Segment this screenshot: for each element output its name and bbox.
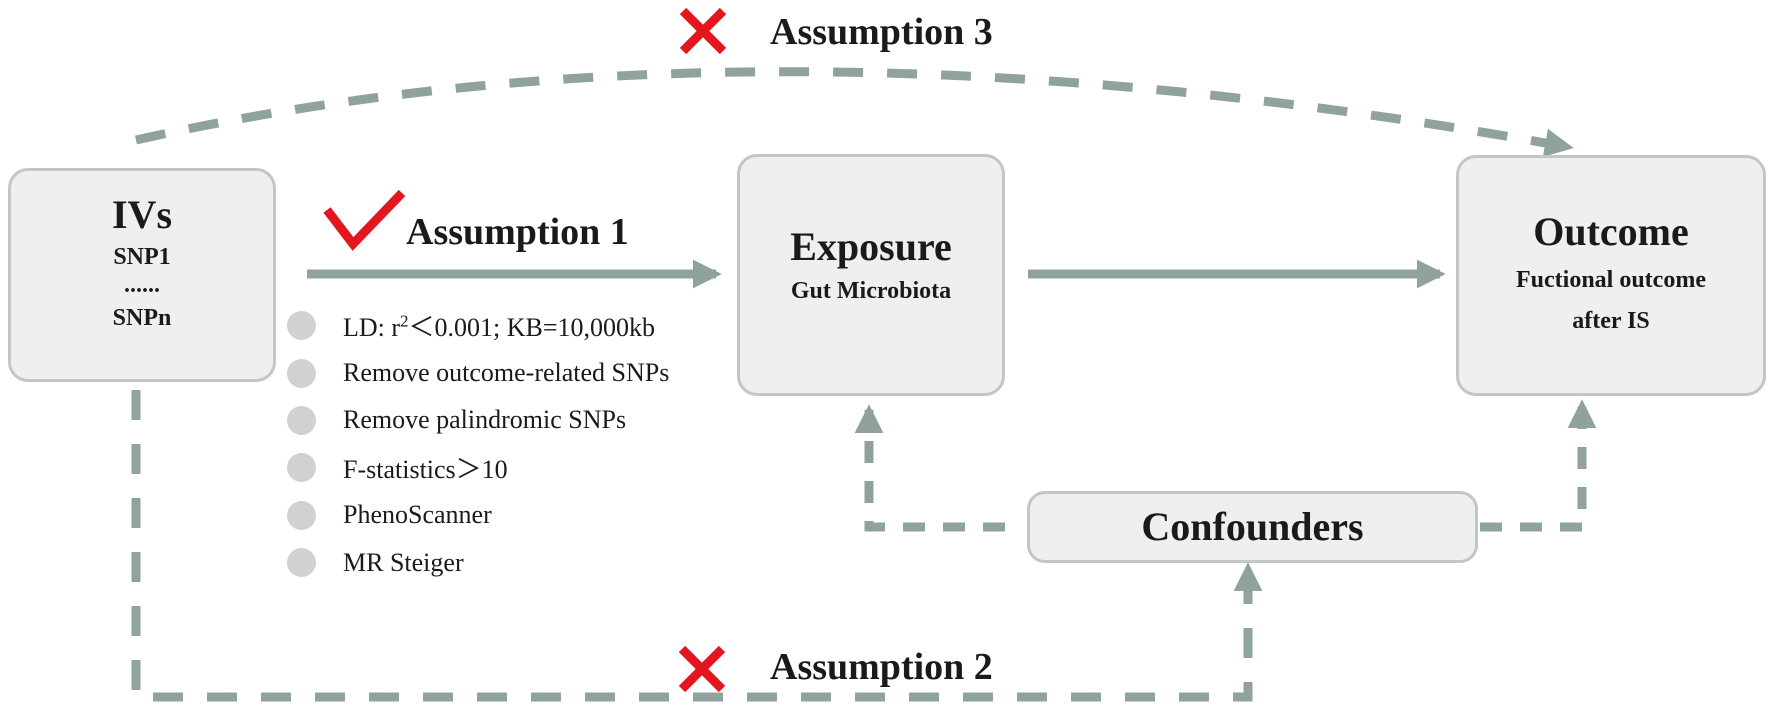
confounders-node: Confounders bbox=[1027, 491, 1478, 563]
criteria-ld-sup: 2 bbox=[400, 311, 409, 331]
confounders-title: Confounders bbox=[1141, 504, 1364, 549]
criteria-item: PhenoScanner bbox=[287, 492, 669, 539]
criteria-item-label: Remove palindromic SNPs bbox=[343, 405, 627, 435]
exposure-title: Exposure bbox=[790, 224, 952, 269]
bullet-icon bbox=[287, 500, 316, 530]
outcome-subtitle-2: after IS bbox=[1572, 308, 1650, 334]
criteria-item: F-statistics＞10 bbox=[287, 444, 669, 491]
bullet-icon bbox=[287, 548, 316, 578]
ivs-ellipsis: ...... bbox=[124, 272, 160, 298]
assumption1-check-icon bbox=[323, 189, 406, 251]
bullet-icon bbox=[287, 405, 316, 435]
confounders-exposure-arrow bbox=[854, 404, 1005, 532]
assumption2-arrow bbox=[131, 390, 1263, 702]
assumption1-label: Assumption 1 bbox=[406, 211, 629, 253]
assumption2-label: Assumption 2 bbox=[770, 646, 993, 688]
ivs-title: IVs bbox=[111, 192, 173, 237]
criteria-item-label: PhenoScanner bbox=[343, 500, 492, 530]
outcome-node: Outcome Fuctional outcome after IS bbox=[1456, 155, 1766, 396]
criteria-ld-prefix: LD: r bbox=[343, 313, 401, 343]
criteria-item: Remove palindromic SNPs bbox=[287, 397, 669, 444]
criteria-item-label: MR Steiger bbox=[343, 547, 464, 577]
criteria-list: LD: r2＜0.001; KB=10,000kb Remove outcome… bbox=[287, 302, 669, 586]
exposure-node: Exposure Gut Microbiota bbox=[737, 154, 1005, 396]
bullet-icon bbox=[287, 453, 316, 483]
assumption3-label: Assumption 3 bbox=[770, 11, 993, 53]
confounders-outcome-arrow bbox=[1480, 399, 1597, 532]
criteria-item: Remove outcome-related SNPs bbox=[287, 349, 669, 396]
exposure-subtitle: Gut Microbiota bbox=[790, 278, 952, 304]
bullet-icon bbox=[287, 311, 316, 341]
ivs-node: IVs SNP1 ...... SNPn bbox=[8, 168, 276, 382]
criteria-item: LD: r2＜0.001; KB=10,000kb bbox=[287, 302, 669, 349]
criteria-ld: LD: r2＜0.001; KB=10,000kb bbox=[343, 307, 655, 344]
bullet-icon bbox=[287, 358, 316, 388]
assumption3-x-icon bbox=[679, 7, 727, 55]
criteria-item-label: F-statistics＞10 bbox=[343, 455, 508, 485]
ivs-snpn: SNPn bbox=[112, 305, 172, 331]
outcome-subtitle-1: Fuctional outcome bbox=[1516, 267, 1706, 293]
criteria-ld-suffix: ＜0.001; KB=10,000kb bbox=[408, 313, 656, 343]
assumption2-x-icon bbox=[678, 645, 726, 693]
criteria-item-label: Remove outcome-related SNPs bbox=[343, 358, 670, 388]
ivs-snp1: SNP1 bbox=[113, 244, 171, 270]
criteria-item: MR Steiger bbox=[287, 539, 669, 586]
outcome-title: Outcome bbox=[1533, 209, 1689, 254]
assumption3-arrow bbox=[135, 67, 1574, 158]
